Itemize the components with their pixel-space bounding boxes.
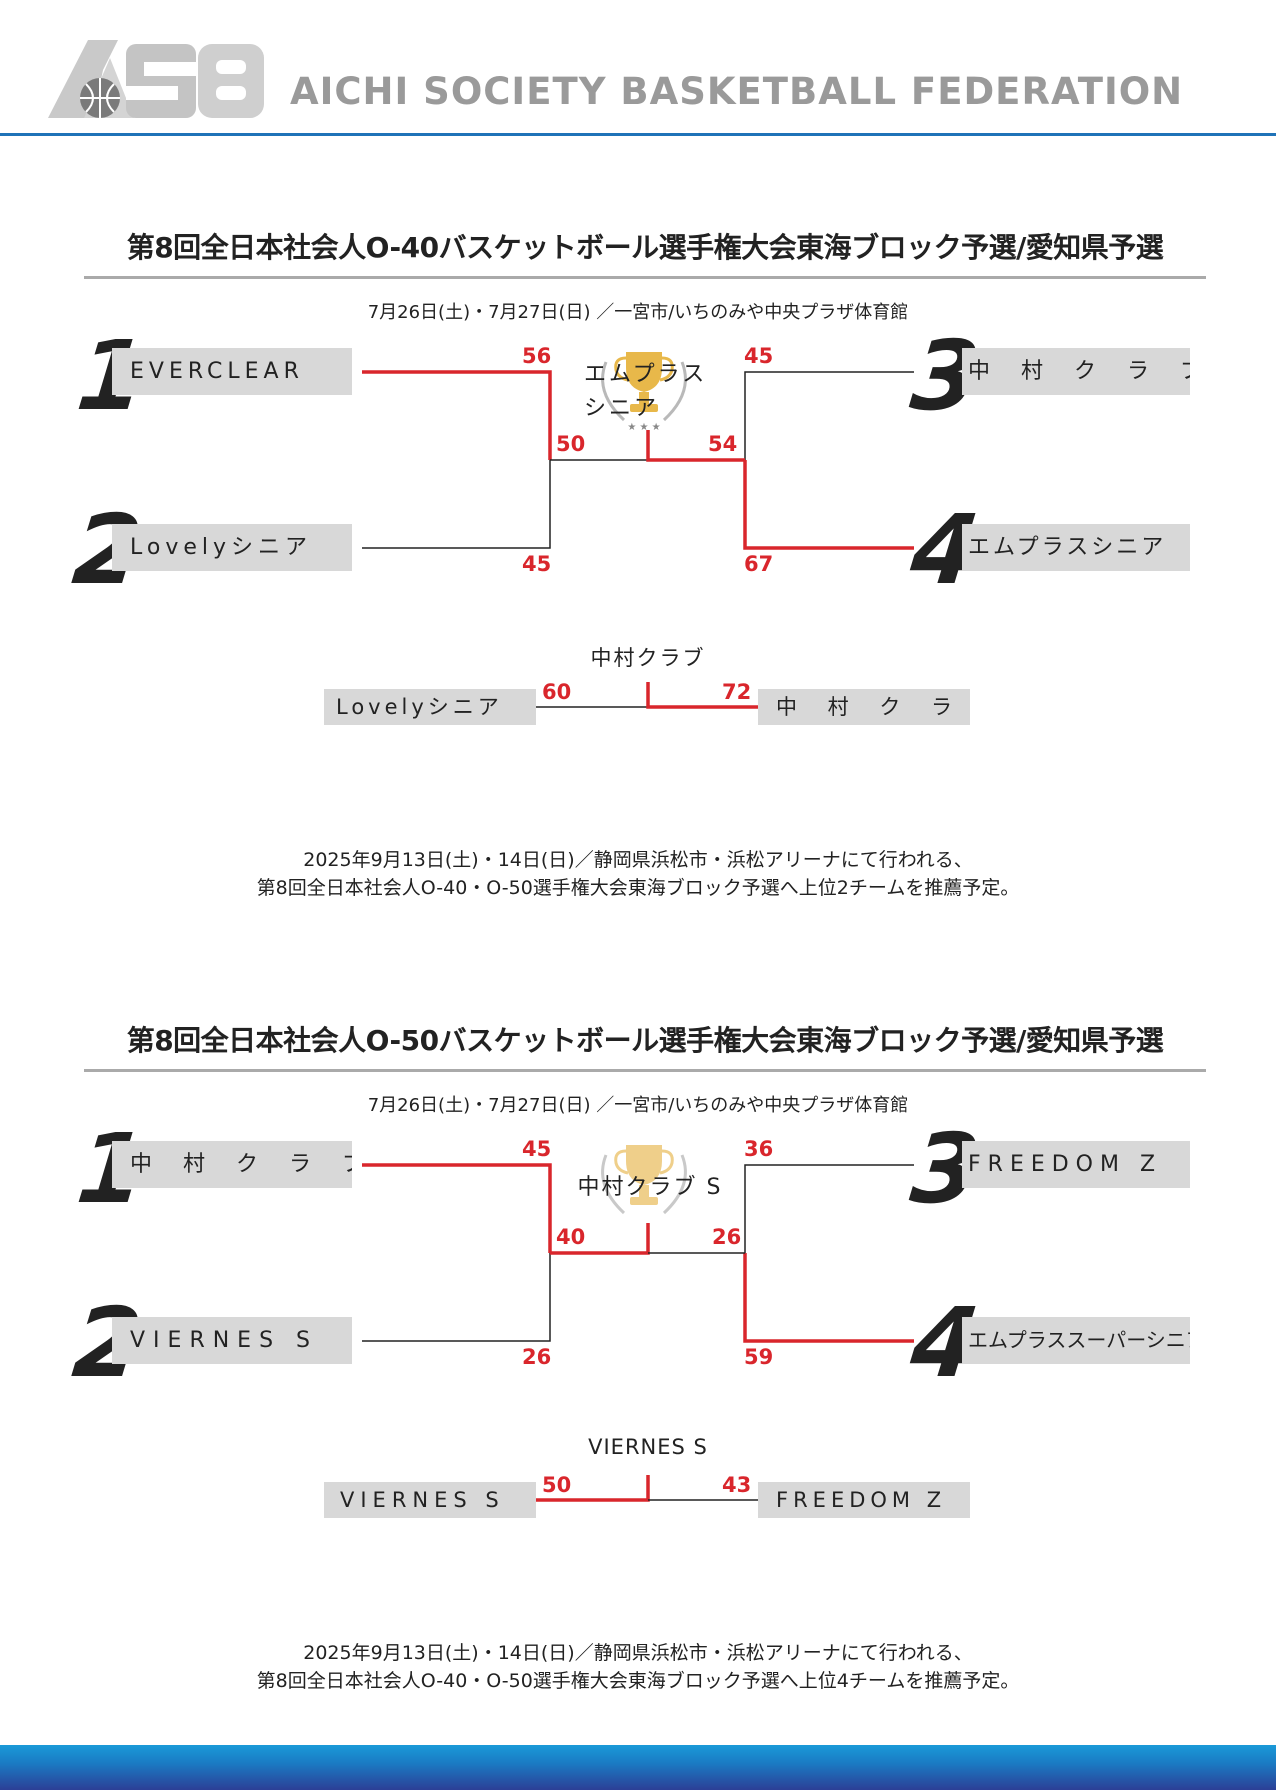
third-place-left-score: 50 [542,1473,572,1497]
bracket-lines [362,370,914,709]
score-sf2-top: 36 [744,1137,774,1161]
score-final-left: 50 [556,432,586,456]
third-place-right-team: 中 村 ク ラ ブ [758,689,970,725]
bracket-line-t3 [744,371,914,460]
svg-text:★ ★ ★: ★ ★ ★ [627,422,660,432]
third-line-right [646,682,758,709]
section-title: 第8回全日本社会人O-50バスケットボール選手権大会東海ブロック予選/愛知県予選 [126,1024,1164,1057]
third-place-left-score: 60 [542,680,572,704]
federation-name: AICHI SOCIETY BASKETBALL FEDERATION [290,70,1184,113]
note-line: 第8回全日本社会人O-40・O-50選手権大会東海ブロック予選へ上位4チームを推… [256,1670,1020,1692]
third-place-right-score: 72 [722,680,752,704]
score-sf1-bottom: 26 [522,1345,552,1369]
date-venue-line: 7月26日(土)・7月27日(日) ／一宮市/いちのみや中央プラザ体育館 [367,1095,909,1116]
bracket-line-t4 [743,1253,914,1343]
champion-label: 中村クラブ S [577,1175,723,1200]
bracket-line-t1 [362,370,552,460]
score-sf2-bottom: 67 [744,552,774,576]
score-final-left: 40 [556,1225,586,1249]
note-line: 2025年9月13日(土)・14日(日)／静岡県浜松市・浜松アリーナにて行われる… [303,1642,973,1664]
note-line: 第8回全日本社会人O-40・O-50選手権大会東海ブロック予選へ上位2チームを推… [256,877,1020,899]
third-place-left-team: VIERNES S [324,1482,536,1518]
note-line: 2025年9月13日(土)・14日(日)／静岡県浜松市・浜松アリーナにて行われる… [303,849,973,871]
team-box-t3: 中 村 ク ラ ブ [962,348,1190,395]
basketball-logo-icon [48,40,264,118]
team-box-t3: FREEDOM Z [962,1141,1190,1188]
bracket-line-t2 [362,460,551,549]
asb-logo [48,40,268,126]
bracket-line-t4 [743,460,914,550]
bracket-line-t2 [362,1253,551,1342]
section-title: 第8回全日本社会人O-40バスケットボール選手権大会東海ブロック予選/愛知県予選 [126,231,1164,264]
third-place-winner: VIERNES S [588,1435,708,1459]
tournament-section-o40: 第8回全日本社会人O-40バスケットボール選手権大会東海ブロック予選/愛知県予選… [0,200,1276,920]
score-sf2-top: 45 [744,344,774,368]
third-place-right-team: FREEDOM Z [758,1482,970,1518]
bracket-line-t3 [744,1164,914,1253]
third-place-right-score: 43 [722,1473,752,1497]
score-final-right: 54 [708,432,738,456]
bracket-line-t1 [362,1163,552,1253]
score-sf1-top: 56 [522,344,552,368]
header-rule [0,133,1276,136]
score-final-right: 26 [712,1225,742,1249]
score-sf1-top: 45 [522,1137,552,1161]
team-box-t4: エムプラスシニア [962,524,1190,571]
footer-band [0,1745,1276,1790]
team-box-t2: VIERNES S [112,1317,352,1364]
team-box-t1: 中 村 ク ラ ブ S [112,1141,352,1188]
bracket-lines [362,1163,914,1502]
third-place-left-team: Lovelyシニア [324,689,536,725]
title-rule [84,1069,1206,1072]
score-sf1-bottom: 45 [522,552,552,576]
date-venue-line: 7月26日(土)・7月27日(日) ／一宮市/いちのみや中央プラザ体育館 [367,302,909,323]
final-line-right [646,430,745,462]
tournament-section-o50: 第8回全日本社会人O-50バスケットボール選手権大会東海ブロック予選/愛知県予選… [0,993,1276,1713]
trophy-icon: ★ ★ ★ [601,352,687,432]
title-rule [84,276,1206,279]
champion-label: エムプラスシニア [584,362,708,421]
team-box-t1: EVERCLEAR [112,348,352,395]
score-sf2-bottom: 59 [744,1345,774,1369]
team-box-t2: Lovelyシニア [112,524,352,571]
team-box-t4: エムプラススーパーシニア [962,1317,1190,1364]
trophy-icon [601,1145,687,1215]
third-place-winner: 中村クラブ [590,646,706,670]
